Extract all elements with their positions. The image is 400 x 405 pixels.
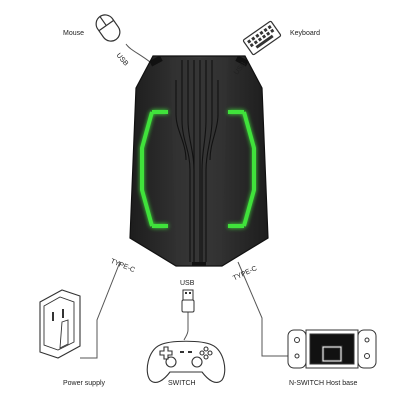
- center-ribs: [175, 60, 219, 262]
- led-strips: [140, 110, 256, 228]
- center-channel: [170, 58, 228, 262]
- host-cable: [237, 261, 288, 357]
- usb-bottom-label: USB: [180, 280, 195, 287]
- switch-label: SWITCH: [168, 380, 196, 387]
- mouse-label: Mouse: [63, 30, 85, 37]
- adapter-tip: [192, 262, 206, 266]
- converter-adapter: [129, 55, 269, 267]
- usb-port-keyboard: [235, 55, 249, 67]
- power-supply-label: Power supply: [63, 380, 106, 387]
- power-outlet-icon: [39, 289, 81, 359]
- power-cable: [80, 261, 121, 359]
- led-right: [242, 111, 256, 227]
- keyboard-icon: [242, 20, 282, 56]
- keyboard-label: Keyboard: [290, 30, 320, 37]
- gamepad-icon: [146, 340, 226, 383]
- usb-port-mouse: [149, 55, 163, 67]
- mouse-cable: [125, 43, 151, 63]
- controller-cable: [183, 312, 189, 341]
- host-base-label: N-SWITCH Host base: [289, 380, 358, 387]
- usb-plug-icon: [181, 289, 195, 313]
- led-left: [140, 111, 154, 227]
- mouse-icon: [95, 14, 121, 42]
- switch-console-icon: [287, 329, 377, 369]
